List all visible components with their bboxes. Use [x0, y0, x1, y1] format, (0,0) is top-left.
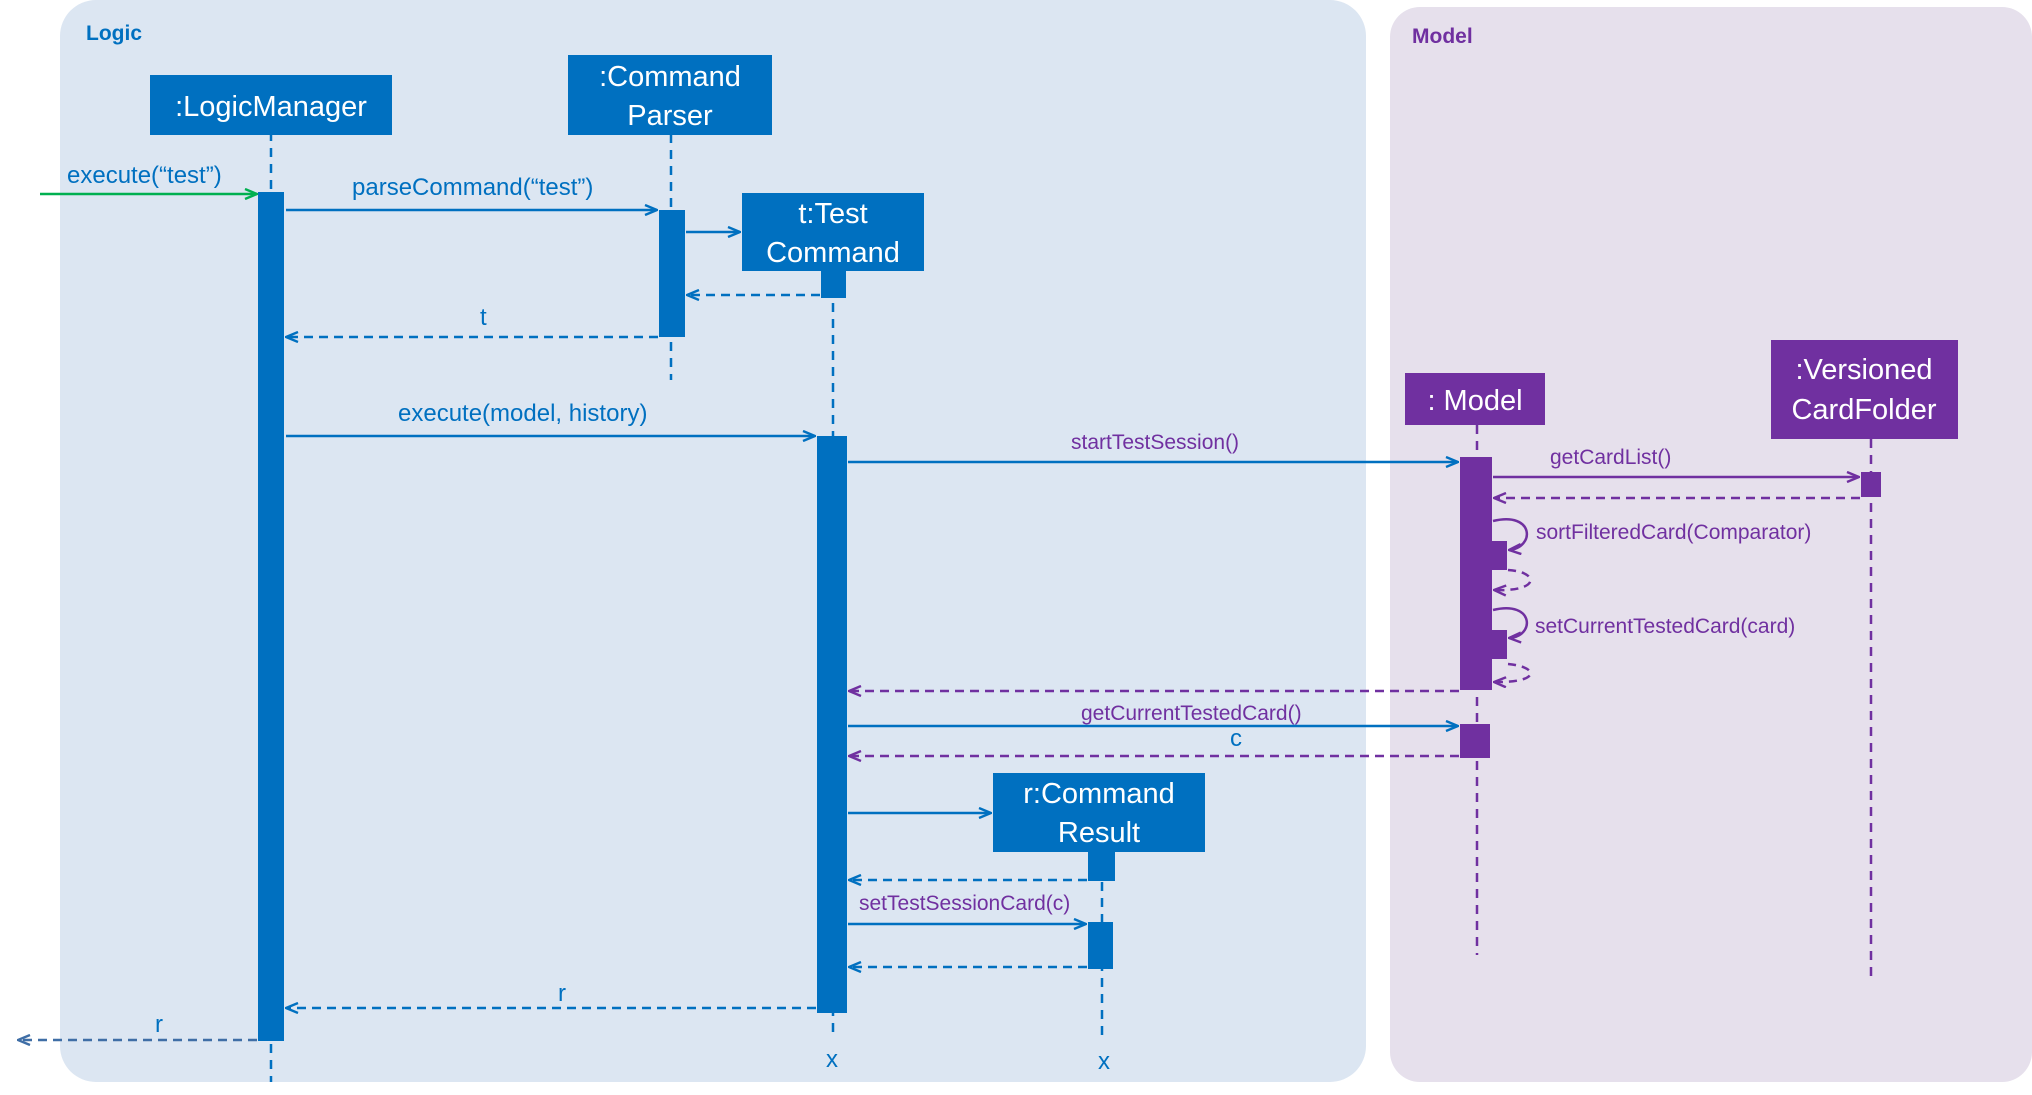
- model-frame-title: Model: [1412, 25, 1473, 48]
- sort-filtered-card-self-arrow: [1492, 518, 1529, 550]
- return-t-label: t: [480, 304, 487, 331]
- command-result-activation: [1088, 922, 1113, 969]
- command-result-label-line2: Result: [1058, 817, 1140, 849]
- versioned-card-folder-label-line1: :Versioned: [1795, 354, 1932, 386]
- model-sort-activation: [1477, 541, 1507, 570]
- set-current-tested-card-self-arrow: [1492, 607, 1529, 638]
- test-command-label-line1: t:Test: [798, 198, 867, 230]
- command-result-destroy-mark: x: [1098, 1048, 1110, 1075]
- model-label: : Model: [1427, 385, 1522, 417]
- versioned-card-folder-activation: [1861, 472, 1881, 497]
- logic-frame-title: Logic: [86, 22, 142, 45]
- logic-frame: [60, 0, 1366, 1082]
- command-result-box: r:Command Result: [993, 773, 1205, 852]
- command-parser-activation: [659, 210, 685, 337]
- versioned-card-folder-box: :Versioned CardFolder: [1771, 340, 1958, 439]
- test-command-label-line2: Command: [766, 237, 900, 269]
- logic-manager-activation: [258, 192, 284, 1041]
- test-command-destroy-mark: x: [826, 1046, 838, 1073]
- return-c-label: c: [1230, 725, 1242, 752]
- command-result-constructor-activation: [1088, 852, 1115, 881]
- command-parser-label-line1: :Command: [599, 61, 741, 93]
- start-test-session-label: startTestSession(): [1071, 431, 1239, 454]
- execute-model-history-label: execute(model, history): [398, 400, 647, 427]
- test-command-activation: [817, 436, 847, 1013]
- execute-test-label: execute(“test”): [67, 162, 222, 189]
- set-current-tested-card-label: setCurrentTestedCard(card): [1535, 615, 1795, 638]
- model-get-current-activation: [1460, 724, 1490, 758]
- get-card-list-label: getCardList(): [1550, 446, 1671, 469]
- get-current-tested-card-label: getCurrentTestedCard(): [1081, 702, 1302, 725]
- test-command-box: t:Test Command: [742, 193, 924, 271]
- command-parser-label-line2: Parser: [627, 100, 713, 132]
- versioned-card-folder-label-line2: CardFolder: [1791, 394, 1936, 426]
- logic-manager-box: :LogicManager: [150, 75, 392, 135]
- parse-command-label: parseCommand(“test”): [352, 174, 593, 201]
- command-result-label-line1: r:Command: [1023, 778, 1175, 810]
- set-test-session-card-label: setTestSessionCard(c): [859, 892, 1070, 915]
- model-box: : Model: [1405, 373, 1545, 425]
- return-r-outer-label: r: [155, 1011, 163, 1038]
- logic-manager-label: :LogicManager: [175, 91, 367, 123]
- return-r-inner-label: r: [558, 980, 566, 1007]
- model-set-current-activation: [1477, 630, 1507, 659]
- test-command-constructor-activation: [821, 271, 846, 298]
- sort-filtered-card-label: sortFilteredCard(Comparator): [1536, 521, 1811, 544]
- command-parser-box: :Command Parser: [568, 55, 772, 135]
